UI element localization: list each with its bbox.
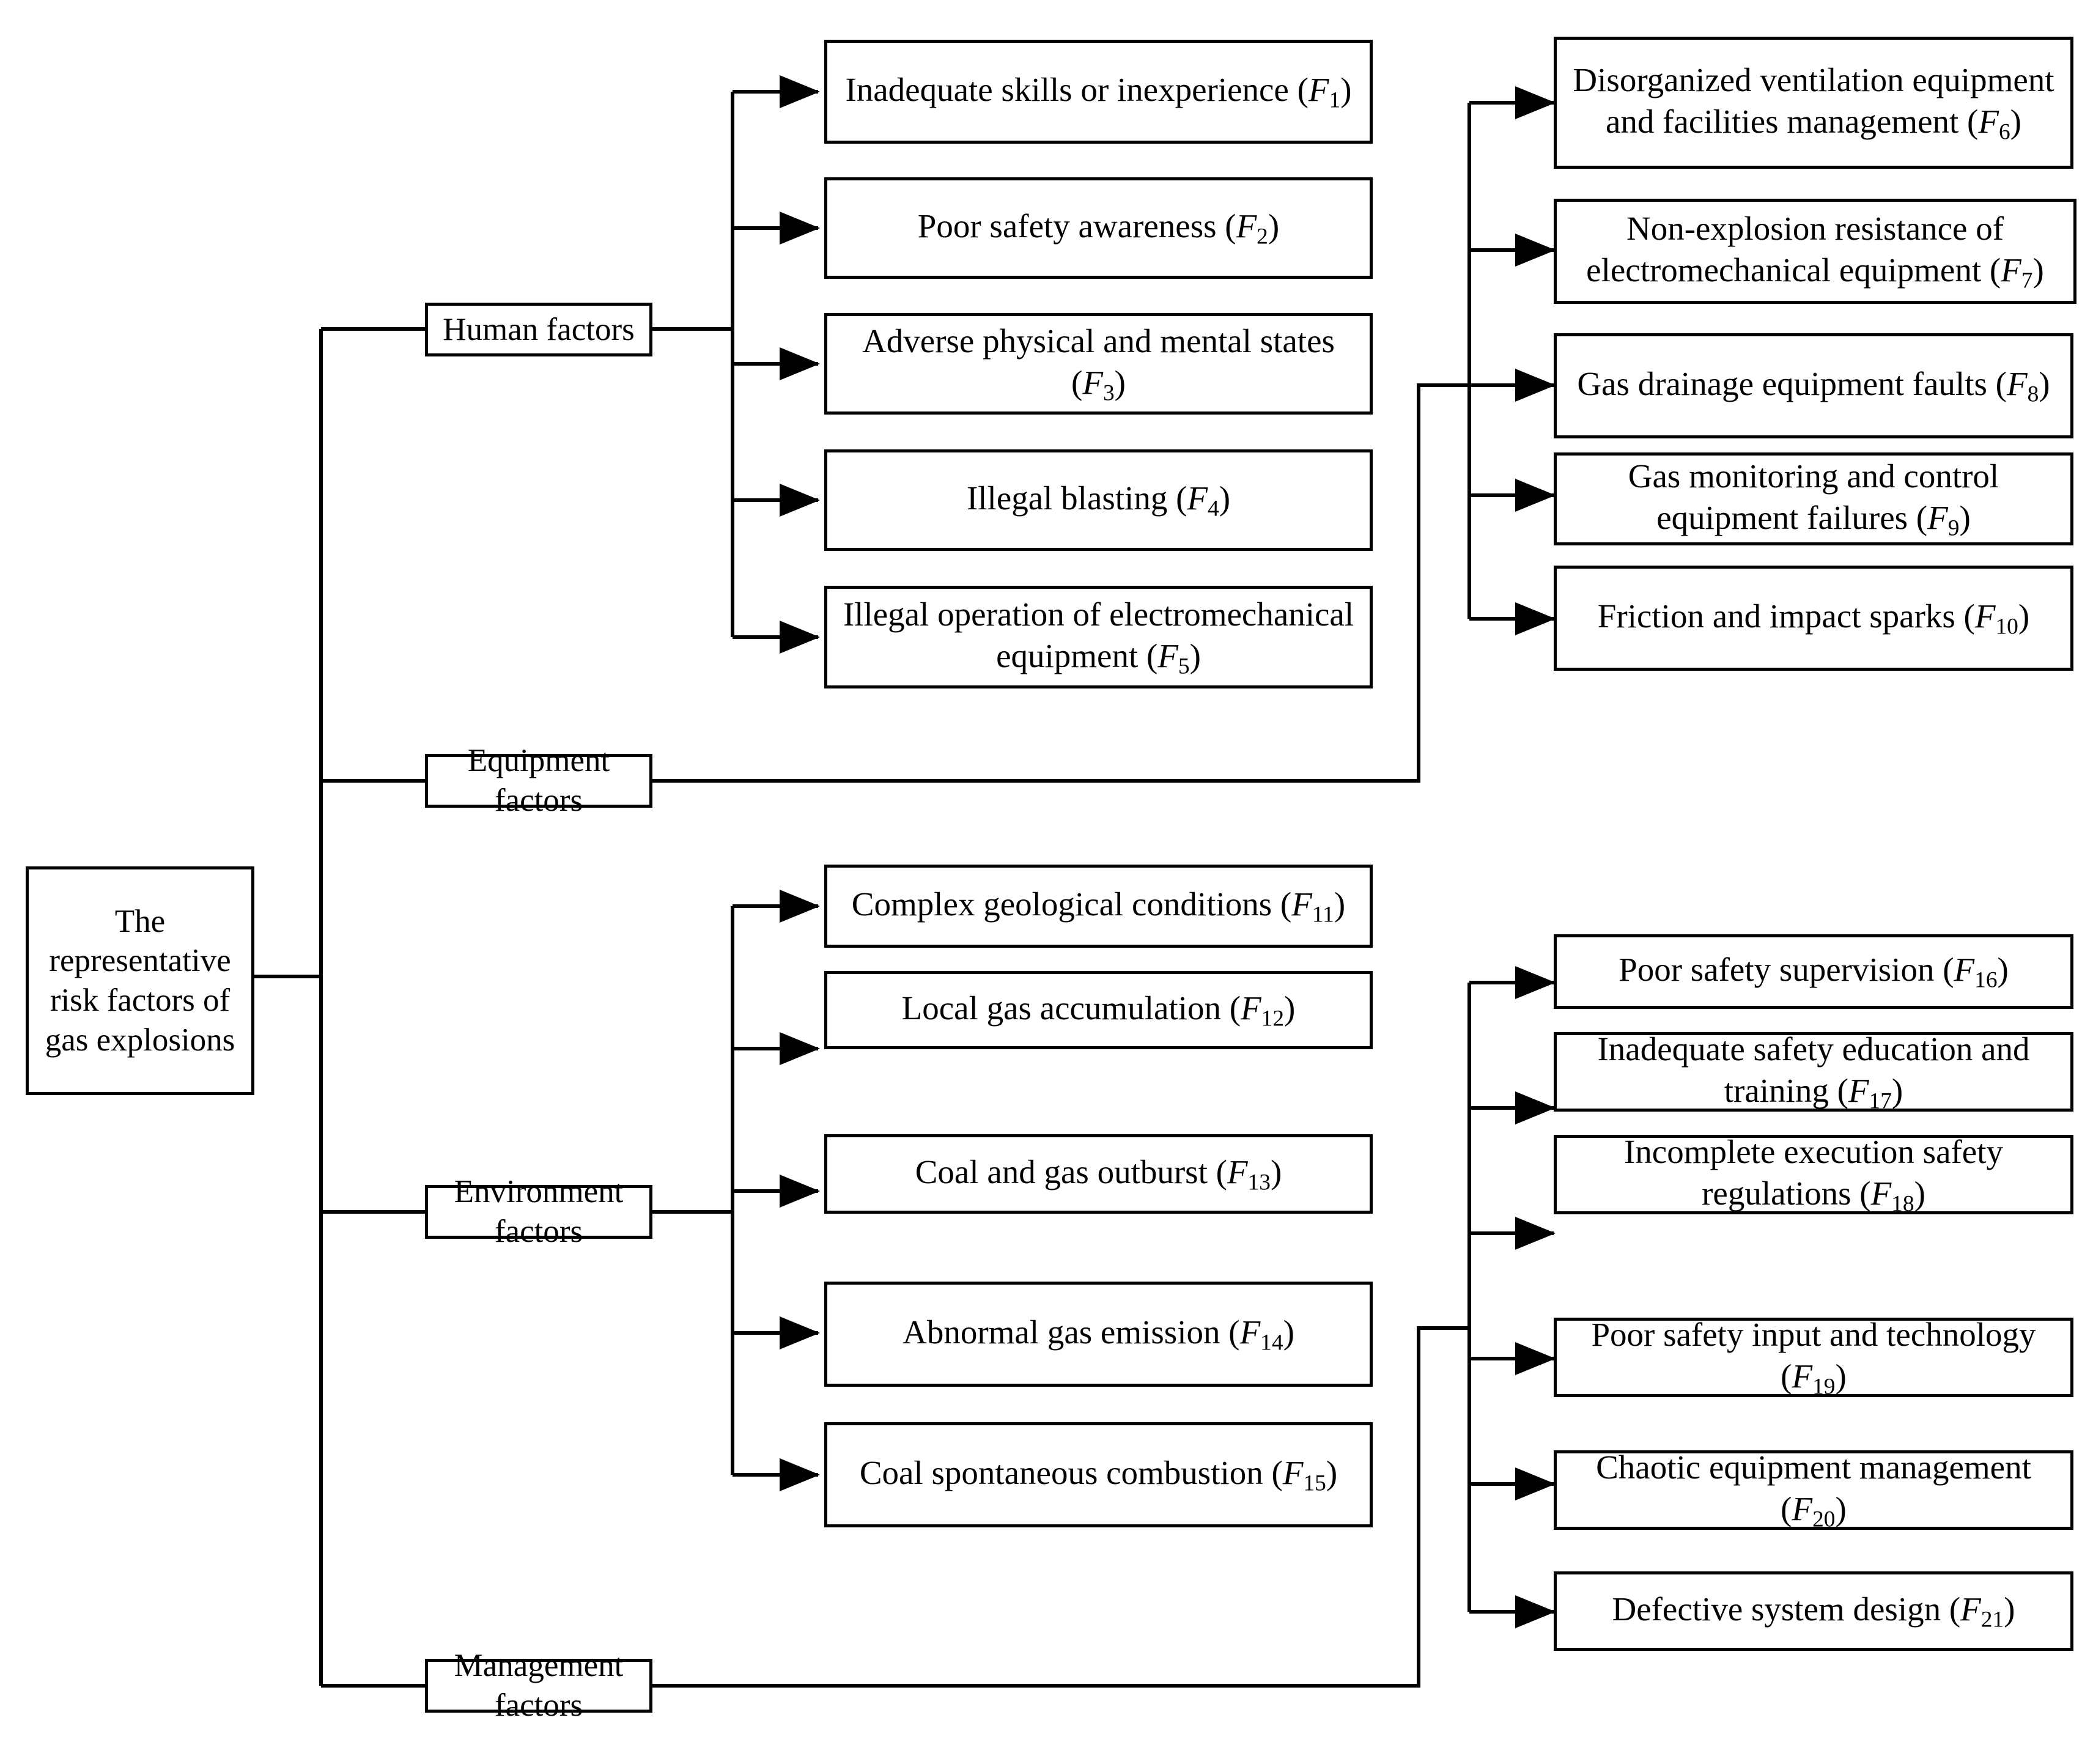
category-node-equipment[interactable]: Equipment factors [425,743,652,818]
factor-label-F8: Gas drainage equipment faults (F8) [1577,364,2050,407]
factor-label-F15: Coal spontaneous combustion (F15) [859,1453,1338,1496]
factor-node-F18[interactable]: Incomplete execution safety regulations … [1554,1133,2073,1216]
factor-node-F12[interactable]: Local gas accumulation (F12) [824,971,1373,1049]
root-node-label: The representative risk factors of gas e… [45,903,235,1058]
factor-node-F19[interactable]: Poor safety input and technology (F19) [1554,1316,2073,1399]
root-node[interactable]: The representative risk factors of gas e… [26,866,254,1095]
factor-label-F18: Incomplete execution safety regulations … [1623,1133,2003,1216]
factor-node-F3[interactable]: Adverse physical and mental states (F3) [824,313,1373,415]
category-label-environment: Environment factors [454,1174,624,1249]
factor-node-F9[interactable]: Gas monitoring and control equipment fai… [1554,452,2073,545]
factor-label-F3: Adverse physical and mental states (F3) [862,322,1335,405]
factor-label-F16: Poor safety supervision (F16) [1619,950,2009,993]
factor-label-F2: Poor safety awareness (F2) [917,207,1280,249]
factor-label-F12: Local gas accumulation (F12) [901,989,1296,1031]
factor-label-F5: Illegal operation of electromechanical e… [843,596,1354,679]
factor-label-F14: Abnormal gas emission (F14) [903,1313,1294,1356]
factor-node-F1[interactable]: Inadequate skills or inexperience (F1) [824,40,1373,144]
factor-node-F2[interactable]: Poor safety awareness (F2) [824,177,1373,279]
factor-node-F20[interactable]: Chaotic equipment management (F20) [1554,1448,2073,1532]
factor-node-F6[interactable]: Disorganized ventilation equipment and f… [1554,37,2073,169]
factor-label-F19: Poor safety input and technology (F19) [1591,1316,2036,1399]
factor-node-F11[interactable]: Complex geological conditions (F11) [824,865,1373,948]
factor-label-F9: Gas monitoring and control equipment fai… [1628,457,1999,541]
factor-node-F17[interactable]: Inadequate safety education and training… [1554,1030,2073,1113]
factor-node-F8[interactable]: Gas drainage equipment faults (F8) [1554,333,2073,438]
category-node-management[interactable]: Management factors [425,1648,652,1723]
factor-node-F15[interactable]: Coal spontaneous combustion (F15) [824,1422,1373,1527]
category-label-management: Management factors [454,1648,624,1723]
factor-node-F10[interactable]: Friction and impact sparks (F10) [1554,566,2073,671]
factor-label-F10: Friction and impact sparks (F10) [1597,597,2030,640]
factor-label-F4: Illegal blasting (F4) [966,479,1231,522]
category-label-equipment: Equipment factors [467,743,610,818]
factor-node-F4[interactable]: Illegal blasting (F4) [824,449,1373,551]
category-node-environment[interactable]: Environment factors [425,1174,652,1249]
factor-label-F7: Non-explosion resistance of electromecha… [1586,210,2044,293]
factor-label-F13: Coal and gas outburst (F13) [915,1153,1282,1195]
factor-node-F7[interactable]: Non-explosion resistance of electromecha… [1554,199,2076,304]
factor-node-F16[interactable]: Poor safety supervision (F16) [1554,934,2073,1009]
factor-node-F14[interactable]: Abnormal gas emission (F14) [824,1282,1373,1387]
category-label-human: Human factors [443,311,635,347]
factor-label-F6: Disorganized ventilation equipment and f… [1573,61,2054,144]
factor-label-F21: Defective system design (F21) [1612,1590,2015,1633]
factor-label-F11: Complex geological conditions (F11) [851,885,1346,928]
factor-label-F17: Inadequate safety education and training… [1597,1030,2030,1113]
category-node-human[interactable]: Human factors [425,303,652,356]
factor-label-F20: Chaotic equipment management (F20) [1596,1448,2031,1532]
factor-label-F1: Inadequate skills or inexperience (F1) [845,70,1352,113]
factor-node-F21[interactable]: Defective system design (F21) [1554,1571,2073,1651]
factor-node-F5[interactable]: Illegal operation of electromechanical e… [824,586,1373,688]
factor-node-F13[interactable]: Coal and gas outburst (F13) [824,1134,1373,1214]
